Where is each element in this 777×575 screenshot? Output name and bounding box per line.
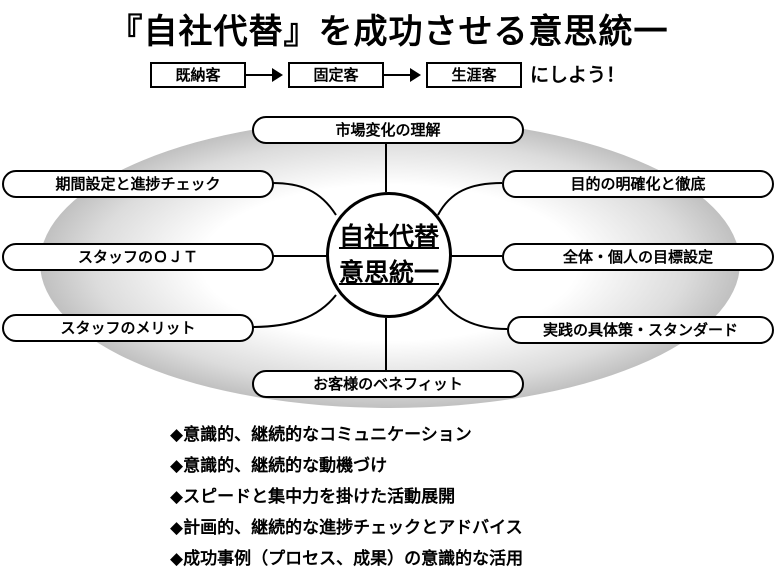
bullet-item: ◆意識的、継続的なコミュニケーション <box>170 425 472 445</box>
bullet-item: ◆意識的、継続的な動機づけ <box>170 456 388 476</box>
node-right-3: 実践の具体策・スタンダード <box>507 316 774 344</box>
connector-left-3 <box>251 294 337 328</box>
flow-step-3: 生涯客 <box>426 62 522 88</box>
bullet-item: ◆成功事例（プロセス、成果）の意識的な活用 <box>170 549 524 569</box>
node-top: 市場変化の理解 <box>252 116 524 144</box>
center-circle: 自社代替 意思統一 <box>326 192 452 318</box>
connector-right-1 <box>437 182 503 216</box>
page-title: 『自社代替』を成功させる意思統一 <box>108 12 669 52</box>
bullet-list: ◆意識的、継続的なコミュニケーション ◆意識的、継続的な動機づけ ◆スピードと集… <box>170 420 523 575</box>
connector-right-3 <box>437 294 508 330</box>
arrow-right-icon <box>384 68 421 82</box>
node-bottom: お客様のベネフィット <box>252 370 524 398</box>
connector-left-1 <box>271 182 337 216</box>
connector-lines <box>251 142 508 370</box>
node-right-1: 目的の明確化と徹底 <box>502 170 774 198</box>
node-left-3: スタッフのメリット <box>2 314 254 342</box>
center-line-1: 自社代替 <box>338 222 439 251</box>
node-left-1: 期間設定と進捗チェック <box>2 170 274 198</box>
arrow-right-icon <box>246 68 283 82</box>
flow-step-1: 既納客 <box>150 62 246 88</box>
flow-suffix: にしよう！ <box>530 64 626 86</box>
bullet-item: ◆計画的、継続的な進捗チェックとアドバイス <box>170 518 523 538</box>
center-line-2: 意思統一 <box>338 258 439 287</box>
flow-step-2: 固定客 <box>288 62 384 88</box>
bullet-item: ◆スピードと集中力を掛けた活動展開 <box>170 487 456 507</box>
node-right-2: 全体・個人の目標設定 <box>502 243 774 271</box>
node-left-2: スタッフのＯＪＴ <box>2 243 274 271</box>
